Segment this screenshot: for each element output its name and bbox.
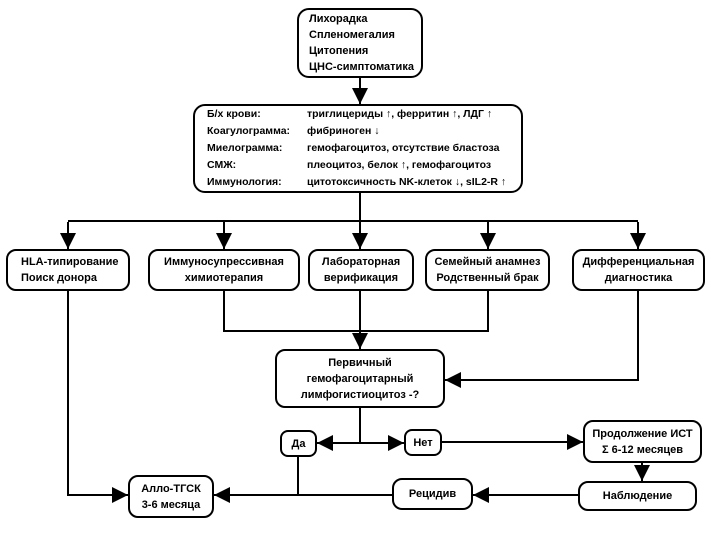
lab-row-value: гемофагоцитоз, отсутствие бластоза bbox=[307, 142, 500, 154]
question-line: лимфогистиоцитоз -? bbox=[300, 388, 420, 401]
lab-row: Б/х крови: триглицериды ↑, ферритин ↑, Л… bbox=[207, 106, 521, 123]
lab-row-value: фибриноген ↓ bbox=[307, 125, 380, 137]
question-line: гемофагоцитарный bbox=[306, 372, 414, 385]
symptom-line: ЦНС-симптоматика bbox=[309, 61, 414, 73]
yes-label: Да bbox=[291, 437, 306, 450]
branch-box-hla-typing: HLA-типирование Поиск донора bbox=[6, 249, 130, 291]
branch-line: верификация bbox=[323, 272, 399, 284]
branch-line: Дифференциальная bbox=[582, 256, 695, 268]
lab-row: СМЖ: плеоцитоз, белок ↑, гемофагоцитоз bbox=[207, 157, 521, 174]
relapse-label: Рецидив bbox=[408, 488, 457, 500]
lab-row-value: плеоцитоз, белок ↑, гемофагоцитоз bbox=[307, 159, 492, 171]
symptom-line: Спленомегалия bbox=[309, 29, 395, 41]
branch-box-lab-verification: Лабораторная верификация bbox=[308, 249, 414, 291]
branch-box-immunosuppressive-chemo: Иммуносупрессивная химиотерапия bbox=[148, 249, 300, 291]
branch-line: Родственный брак bbox=[436, 272, 539, 284]
branch-line: Поиск донора bbox=[21, 272, 97, 284]
symptom-line: Лихорадка bbox=[309, 13, 368, 25]
lab-findings-box: Б/х крови: триглицериды ↑, ферритин ↑, Л… bbox=[193, 104, 523, 193]
lab-row-label: СМЖ: bbox=[207, 159, 237, 171]
lab-row: Миелограмма: гемофагоцитоз, отсутствие б… bbox=[207, 140, 521, 157]
branch-line: диагностика bbox=[604, 272, 673, 284]
branch-box-differential-diagnosis: Дифференциальная диагностика bbox=[572, 249, 705, 291]
ist-line: Σ 6-12 месяцев bbox=[601, 443, 684, 456]
branch-line: Лабораторная bbox=[321, 256, 401, 268]
lab-row-label: Иммунология: bbox=[207, 176, 282, 188]
branch-line: Иммуносупрессивная bbox=[164, 256, 284, 268]
branch-line: химиотерапия bbox=[184, 272, 264, 284]
branch-line: HLA-типирование bbox=[21, 256, 119, 268]
allo-line: 3-6 месяца bbox=[141, 498, 201, 511]
lab-row: Коагулограмма: фибриноген ↓ bbox=[207, 123, 521, 140]
lab-row-value: цитотоксичность NK-клеток ↓, sIL2-R ↑ bbox=[307, 176, 507, 188]
no-box: Нет bbox=[404, 429, 442, 456]
lab-row-label: Б/х крови: bbox=[207, 108, 261, 120]
lab-row: Иммунология: цитотоксичность NK-клеток ↓… bbox=[207, 174, 521, 191]
lab-row-label: Коагулограмма: bbox=[207, 125, 291, 137]
question-line: Первичный bbox=[328, 356, 392, 369]
symptoms-box: Лихорадка Спленомегалия Цитопения ЦНС-си… bbox=[297, 8, 423, 78]
lab-row-label: Миелограмма: bbox=[207, 142, 283, 154]
relapse-box: Рецидив bbox=[392, 478, 473, 510]
observation-label: Наблюдение bbox=[602, 490, 673, 502]
observation-box: Наблюдение bbox=[578, 481, 697, 511]
symptom-line: Цитопения bbox=[309, 45, 369, 57]
lab-row-value: триглицериды ↑, ферритин ↑, ЛДГ ↑ bbox=[307, 108, 493, 120]
branch-box-family-history: Семейный анамнез Родственный брак bbox=[425, 249, 550, 291]
ist-line: Продолжение ИСТ bbox=[592, 427, 693, 440]
no-label: Нет bbox=[413, 436, 433, 449]
branch-line: Семейный анамнез bbox=[434, 256, 541, 268]
ist-continuation-box: Продолжение ИСТ Σ 6-12 месяцев bbox=[583, 420, 702, 463]
allo-hsct-box: Алло-ТГСК 3-6 месяца bbox=[128, 475, 214, 518]
allo-line: Алло-ТГСК bbox=[141, 482, 201, 495]
yes-box: Да bbox=[280, 430, 317, 457]
primary-hlh-question-box: Первичный гемофагоцитарный лимфогистиоци… bbox=[275, 349, 445, 408]
